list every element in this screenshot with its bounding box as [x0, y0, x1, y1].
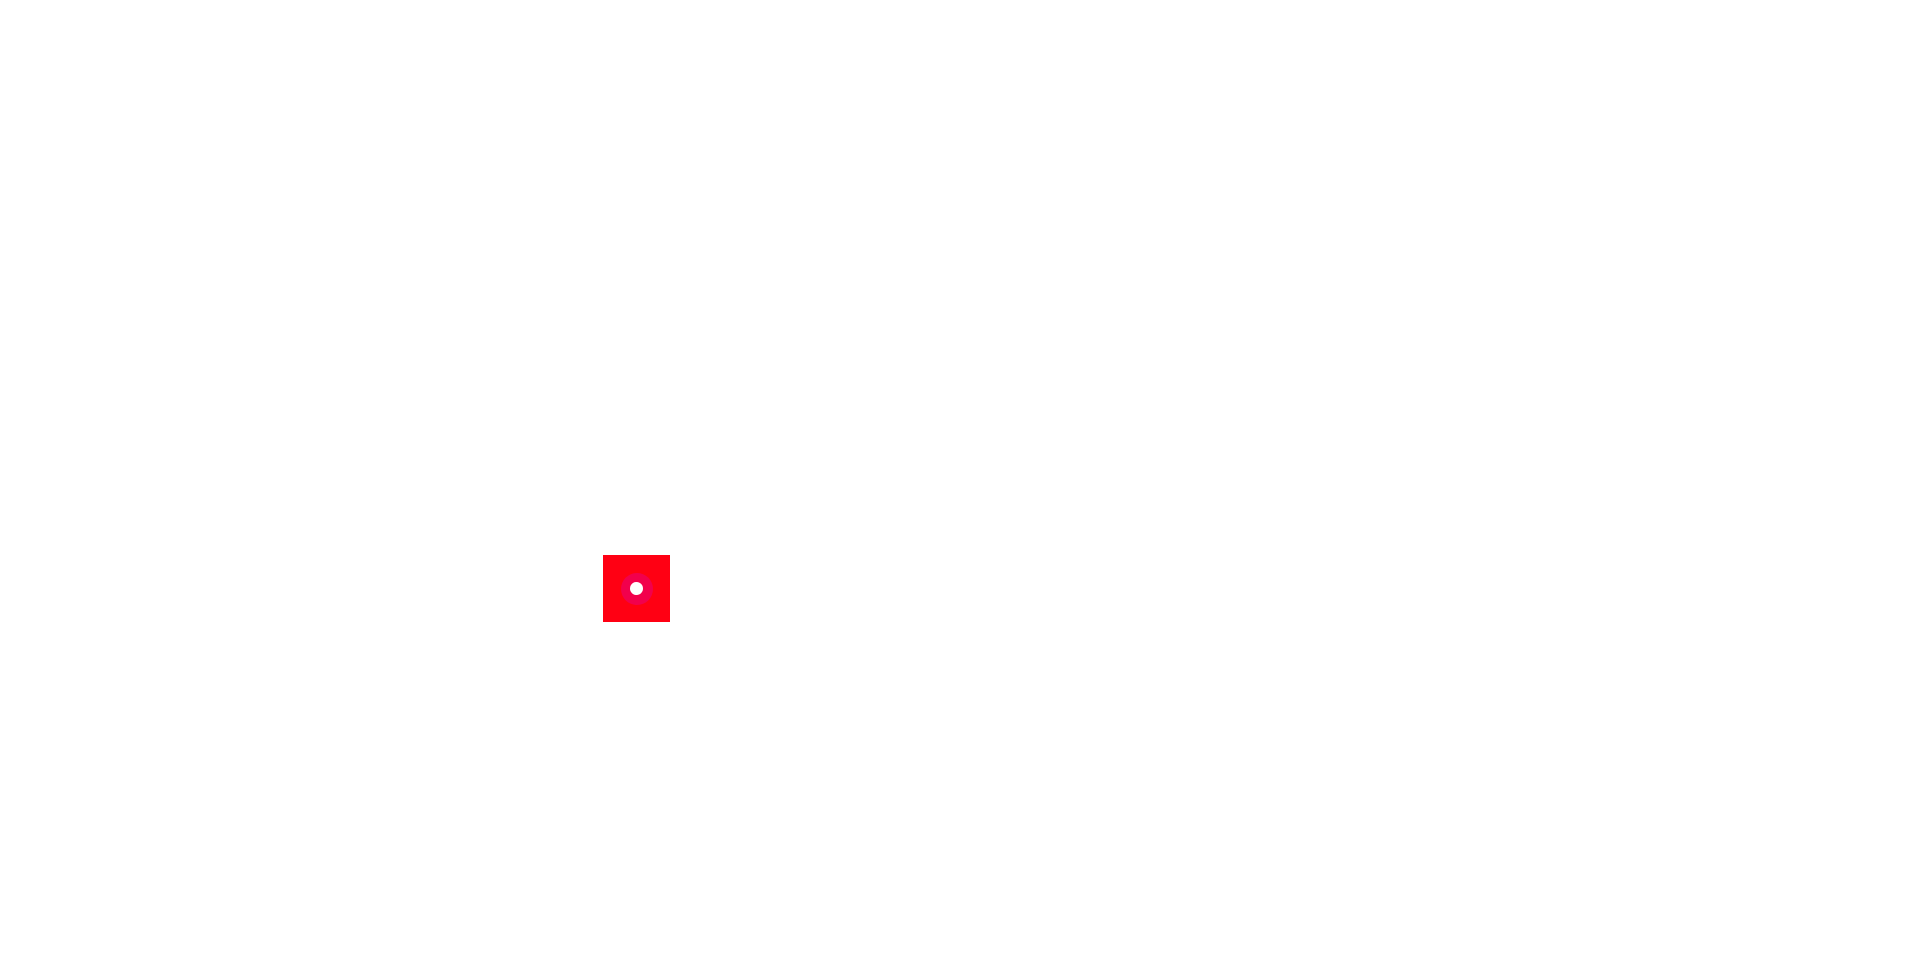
click-marker-ring-icon — [620, 572, 653, 605]
click-marker — [603, 555, 670, 622]
click-marker-dot-icon — [630, 582, 643, 595]
